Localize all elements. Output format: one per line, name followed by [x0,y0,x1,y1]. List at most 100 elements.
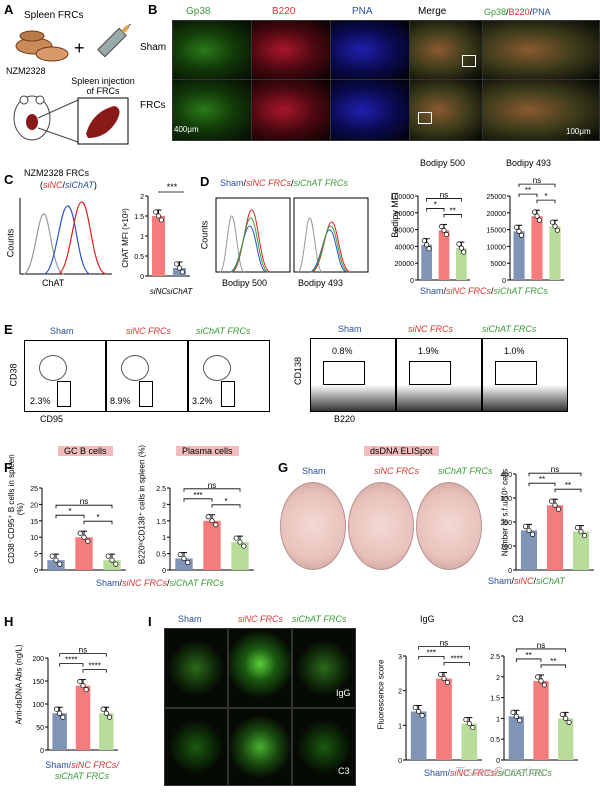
significance-label: *** [167,182,178,192]
data-point [426,246,432,252]
bar [47,560,65,570]
panel-d-xlegend: Sham/siNC FRCs/siChAT FRCs [420,286,548,296]
data-point [552,502,558,508]
scale-bar-100: 100μm [566,127,591,136]
spleen-frcs-label: Spleen FRCs [24,10,84,21]
data-point [555,506,562,512]
y-tick-label: 2 [140,194,144,201]
panel-c-xlabel: ChAT [42,278,65,288]
data-point [516,228,522,234]
significance-bracket [528,482,556,487]
mouse-spleen-illustration [13,95,129,145]
significance-label: ns [440,639,448,648]
y-tick-label: 80000 [395,211,415,218]
flow-plot-e1-sham [24,340,106,412]
data-point [441,675,447,682]
panel-i-label: I [148,614,152,629]
y-tick-label: 200 [32,656,44,663]
data-point [81,534,87,540]
panel-a-label: A [4,2,14,17]
y-tick-label: 0.5 [156,552,166,559]
panel-g-title: dsDNA ELISpot [364,446,439,456]
data-point [513,224,520,230]
micrograph-sham-pna [330,20,410,80]
data-point [60,714,66,720]
significance-label: ** [450,206,456,215]
bar [52,713,67,750]
significance-bracket [418,646,470,650]
panel-d-title1: Bodipy 500 [420,158,466,168]
panel-d-legend: Sham/siNC FRCs/siChAT FRCs [220,178,348,188]
data-point [57,561,63,567]
significance-label: ns [533,176,541,185]
y-tick-label: 100 [500,544,512,551]
data-point [85,538,91,544]
e-group-sichat-1: siChAT FRCs [196,326,251,336]
data-point [461,249,467,255]
significance-label: **** [450,655,462,664]
e-group-sinc-1: siNC FRCs [126,326,171,336]
y-tick-label: 1 [162,535,166,542]
micrograph-frcs-pna [330,79,410,141]
panel-i-title2: C3 [512,614,524,624]
data-point [548,498,555,504]
y-tick-label: 15000 [487,228,507,235]
data-point [181,555,187,562]
data-point [552,223,558,229]
data-point [574,525,581,531]
data-point [77,530,83,536]
pct-e2-sichat: 1.0% [504,346,525,356]
bar [75,537,93,570]
data-point [179,269,185,275]
significance-bracket [55,504,113,509]
y-tick-label: 0.5 [490,737,500,744]
panel-f-bar-pc: 00.511.522.5****ns [156,481,254,574]
x-tick-label: siChAT [167,287,194,296]
data-point [53,706,60,712]
micrograph-frcs-b220 [251,79,331,141]
i-group-sham: Sham [178,614,202,624]
bar [203,520,221,570]
g-well-label-sichat: siChAT FRCs [438,466,493,476]
significance-bracket [518,193,538,198]
data-point [437,671,444,678]
significance-bracket [59,653,107,657]
bar [438,230,450,280]
data-point [578,529,584,535]
i-group-sichat: siChAT FRCs [292,614,347,624]
panel-f-title2: Plasma cells [176,446,239,456]
x-tick-label: siNC [150,287,168,296]
panel-i-xlegend: Sham/siNC FRCs/siChAT FRCs [424,768,552,778]
elispot-well-sinc [348,482,414,570]
significance-label: ns [551,465,559,474]
bar [151,216,166,276]
panel-f-title1: GC B cells [58,446,113,456]
if-sham-igg [164,628,228,708]
flow-plot-e2-sham [310,338,396,412]
y-tick-label: 15 [30,519,38,526]
bar [75,685,91,750]
data-point [77,679,83,685]
data-point [554,227,561,233]
if-sichat-c3 [292,708,356,786]
y-tick-label: 0 [508,568,512,574]
significance-label: ns [79,646,87,655]
data-point [419,712,425,719]
significance-bracket [443,214,462,218]
data-point [441,227,447,233]
significance-bracket [554,488,582,493]
data-point [536,217,543,223]
elispot-well-sichat [416,482,482,570]
significance-label: ** [550,657,556,666]
data-point [177,551,183,558]
panel-i-title1: IgG [420,614,435,624]
e1-xlabel: CD95 [40,414,64,424]
panel-e-label: E [4,322,13,337]
data-point [155,213,162,219]
flow-plot-e2-sichat [482,338,568,412]
g-well-label-sinc: siNC FRCs [374,466,419,476]
